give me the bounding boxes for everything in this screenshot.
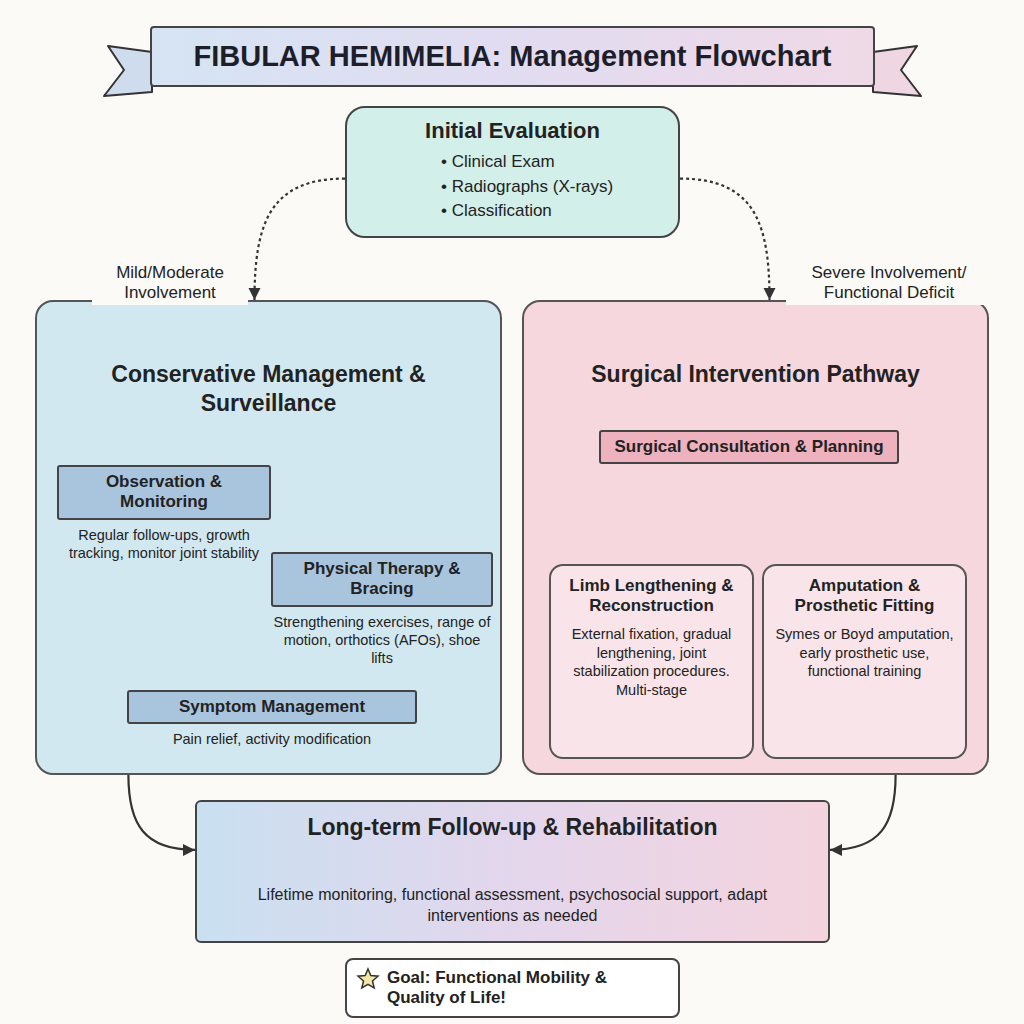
connector — [680, 179, 776, 300]
node-text: Pain relief, activity modification — [127, 730, 417, 748]
node-text: Symes or Boyd amputation, early prosthet… — [774, 625, 955, 682]
node-heading: Goal: Functional Mobility & Quality of L… — [387, 968, 666, 1008]
step-ribbon: Surgical Consultation & Planning — [599, 430, 899, 464]
connector-line — [830, 775, 896, 850]
node-text: • Clinical Exam — [361, 150, 664, 175]
node-heading: Observation & Monitoring — [57, 465, 271, 520]
goal-box: Goal: Functional Mobility & Quality of L… — [345, 958, 680, 1018]
step-ribbon: Physical Therapy & BracingStrengthening … — [271, 552, 493, 667]
arrow-head — [248, 288, 260, 300]
star-shape — [358, 969, 378, 988]
evaluation-box: Initial Evaluation • Clinical Exam• Radio… — [345, 106, 680, 238]
edge-label: Mild/Moderate Involvement — [92, 262, 248, 305]
node-text: Regular follow-ups, growth tracking, mon… — [57, 526, 271, 562]
option-box: Limb Lengthening & ReconstructionExterna… — [549, 564, 754, 759]
node-heading: Physical Therapy & Bracing — [271, 552, 493, 607]
node-heading: Limb Lengthening & Reconstruction — [561, 576, 742, 617]
step-ribbon: Observation & MonitoringRegular follow-u… — [57, 465, 271, 562]
node-text: External fixation, gradual lengthening, … — [561, 625, 742, 700]
connector-line — [128, 775, 195, 850]
node-heading: Surgical Consultation & Planning — [599, 430, 899, 464]
icon-stroke — [873, 46, 921, 96]
node-heading: Symptom Management — [127, 690, 417, 724]
conservative-panel: Conservative Management & SurveillanceOb… — [35, 300, 502, 775]
node-text: • Classification — [361, 199, 664, 224]
title-banner: FIBULAR HEMIMELIA: Management Flowchart — [150, 26, 875, 87]
step-ribbon: Symptom ManagementPain relief, activity … — [127, 690, 417, 749]
option-box: Amputation & Prosthetic FittingSymes or … — [762, 564, 967, 759]
connector — [248, 179, 345, 300]
node-heading: Amputation & Prosthetic Fitting — [774, 576, 955, 617]
connector — [830, 775, 896, 856]
connector-line — [254, 179, 345, 300]
star-icon — [356, 967, 380, 991]
arrow-head — [764, 288, 776, 300]
connector — [128, 775, 195, 856]
icon-stroke — [104, 46, 152, 96]
arrow-head — [830, 844, 842, 856]
node-heading: Long-term Follow-up & Rehabilitation — [217, 814, 808, 841]
node-text: Strengthening exercises, range of motion… — [271, 613, 493, 667]
edge-label: Severe Involvement/ Functional Deficit — [786, 262, 992, 305]
arrow-head — [183, 844, 195, 856]
surgical-panel: Surgical Intervention PathwaySurgical Co… — [522, 300, 989, 775]
followup-banner: Long-term Follow-up & RehabilitationLife… — [195, 800, 830, 943]
node-heading: Surgical Intervention Pathway — [524, 360, 987, 389]
node-heading: Initial Evaluation — [361, 118, 664, 144]
node-heading: Conservative Management & Surveillance — [37, 360, 500, 418]
node-text: • Radiographs (X-rays) — [361, 175, 664, 200]
node-text: Lifetime monitoring, functional assessme… — [217, 885, 808, 927]
connector-line — [680, 179, 770, 300]
